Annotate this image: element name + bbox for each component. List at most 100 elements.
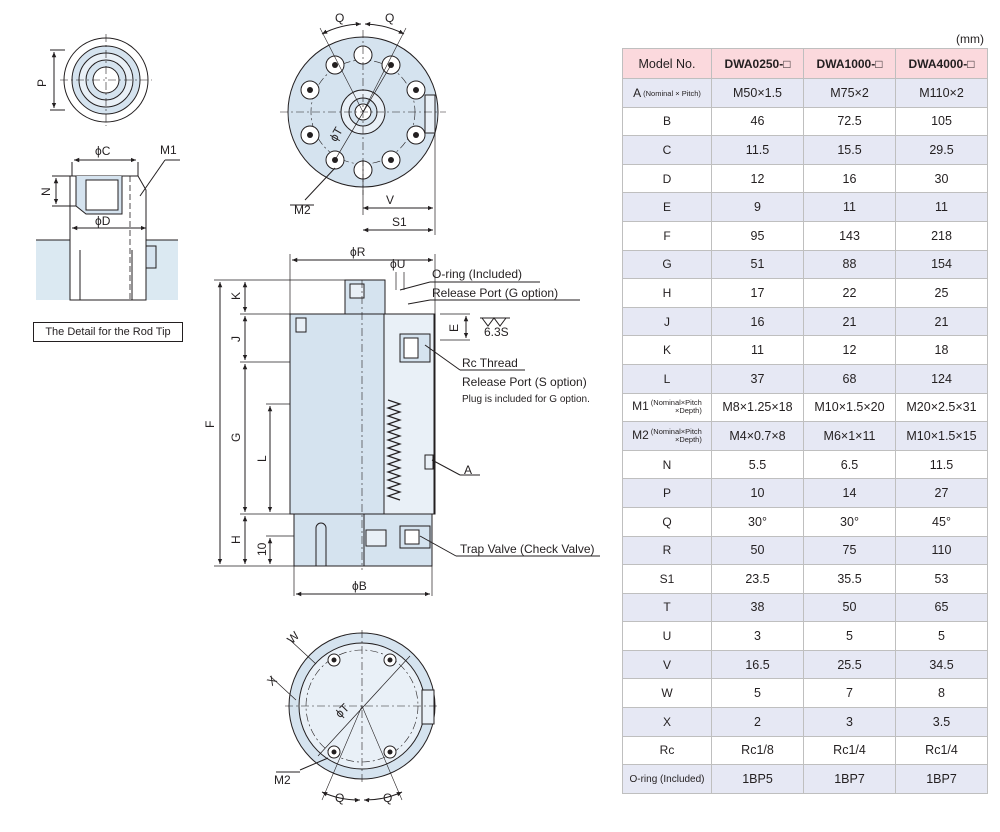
dim-Q-bottom-right: Q	[383, 791, 392, 805]
row-label: A(Nominal × Pitch)	[622, 78, 712, 108]
table-cell: M10×1.5×20	[803, 392, 896, 423]
row-label: E	[622, 192, 712, 222]
row-label-text: O-ring (Included)	[629, 773, 705, 785]
table-cell: Rc1/4	[803, 735, 896, 766]
row-label: J	[622, 306, 712, 337]
dim-H: H	[229, 535, 243, 544]
row-label-note-line1: (Nominal×Pitch	[650, 398, 702, 408]
table-cell: 34.5	[895, 649, 988, 680]
row-label: M1(Nominal×Pitch×Depth)	[622, 392, 712, 423]
table-cell: 51	[711, 249, 804, 280]
table-cell: 68	[803, 363, 896, 394]
table-cell: 11	[803, 192, 896, 222]
table-cell: 46	[711, 106, 804, 137]
rod-tip-side-view	[36, 157, 180, 301]
label-trap-valve: Trap Valve (Check Valve)	[460, 542, 595, 556]
table-cell: 38	[711, 592, 804, 623]
row-label: H	[622, 278, 712, 308]
row-label-note-line1: (Nominal×Pitch	[650, 426, 702, 436]
row-label-text: C	[662, 142, 672, 157]
row-label: L	[622, 363, 712, 394]
table-cell: 11	[895, 192, 988, 222]
table-cell: 27	[895, 478, 988, 508]
flange-top-view	[280, 21, 446, 235]
table-cell: 16	[803, 163, 896, 194]
row-label: S1	[622, 564, 712, 594]
row-label-text: F	[663, 228, 671, 243]
table-cell: 25	[895, 278, 988, 308]
table-cell: M75×2	[803, 78, 896, 108]
row-label-text: J	[664, 314, 670, 329]
dim-phiC: ϕC	[95, 144, 111, 158]
table-cell: 75	[803, 535, 896, 566]
dim-X: X	[264, 673, 280, 689]
flange-bottom-view	[269, 630, 440, 803]
row-label-text: Q	[662, 514, 672, 529]
dim-G: G	[229, 433, 243, 442]
table-cell: 18	[895, 335, 988, 365]
row-label-text: B	[662, 114, 671, 129]
row-label-text: R	[662, 543, 672, 558]
row-label-note-line2: ×Depth)	[674, 406, 702, 416]
row-label-text: M2	[632, 428, 649, 443]
row-label: O-ring (Included)	[622, 764, 712, 794]
table-cell: 21	[803, 306, 896, 337]
dim-E: E	[447, 324, 461, 332]
row-label-note: (Nominal×Pitch×Depth)	[651, 399, 702, 415]
row-label: G	[622, 249, 712, 280]
table-cell: 1BP5	[711, 764, 804, 794]
row-label-note: (Nominal × Pitch)	[643, 88, 701, 98]
row-label: M2(Nominal×Pitch×Depth)	[622, 421, 712, 451]
table-cell: 35.5	[803, 564, 896, 594]
dim-L: L	[255, 455, 269, 462]
row-label: F	[622, 220, 712, 251]
table-cell: M6×1×11	[803, 421, 896, 451]
table-cell: 110	[895, 535, 988, 566]
row-label: R	[622, 535, 712, 566]
callout-M1: M1	[160, 143, 177, 157]
row-label-text: K	[662, 343, 671, 358]
table-cell: 6.5	[803, 449, 896, 480]
rod-tip-caption: The Detail for the Rod Tip	[33, 322, 183, 342]
table-cell: 2	[711, 707, 804, 737]
label-oring: O-ring (Included)	[432, 267, 522, 281]
table-cell: 3	[803, 707, 896, 737]
table-cell: M4×0.7×8	[711, 421, 804, 451]
dim-Q-bottom-left: Q	[335, 791, 344, 805]
table-cell: 50	[711, 535, 804, 566]
table-cell: 105	[895, 106, 988, 137]
table-cell: M8×1.25×18	[711, 392, 804, 423]
row-label-text: X	[662, 714, 671, 729]
dim-10: 10	[255, 542, 269, 556]
dim-phiD: ϕD	[95, 214, 111, 228]
table-cell: 65	[895, 592, 988, 623]
row-label-text: D	[662, 171, 672, 186]
header-model-3: DWA4000-□	[895, 48, 988, 79]
row-label: Rc	[622, 735, 712, 766]
row-label: W	[622, 678, 712, 709]
table-cell: 95	[711, 220, 804, 251]
rod-tip-top-view	[50, 34, 152, 126]
table-cell: 37	[711, 363, 804, 394]
table-cell: 16	[711, 306, 804, 337]
table-cell: M50×1.5	[711, 78, 804, 108]
table-cell: 29.5	[895, 135, 988, 165]
table-cell: 14	[803, 478, 896, 508]
dim-S1: S1	[392, 215, 407, 229]
table-cell: 11.5	[895, 449, 988, 480]
surface-finish: 6.3S	[484, 325, 509, 339]
callout-M2-bottom: M2	[274, 773, 291, 787]
